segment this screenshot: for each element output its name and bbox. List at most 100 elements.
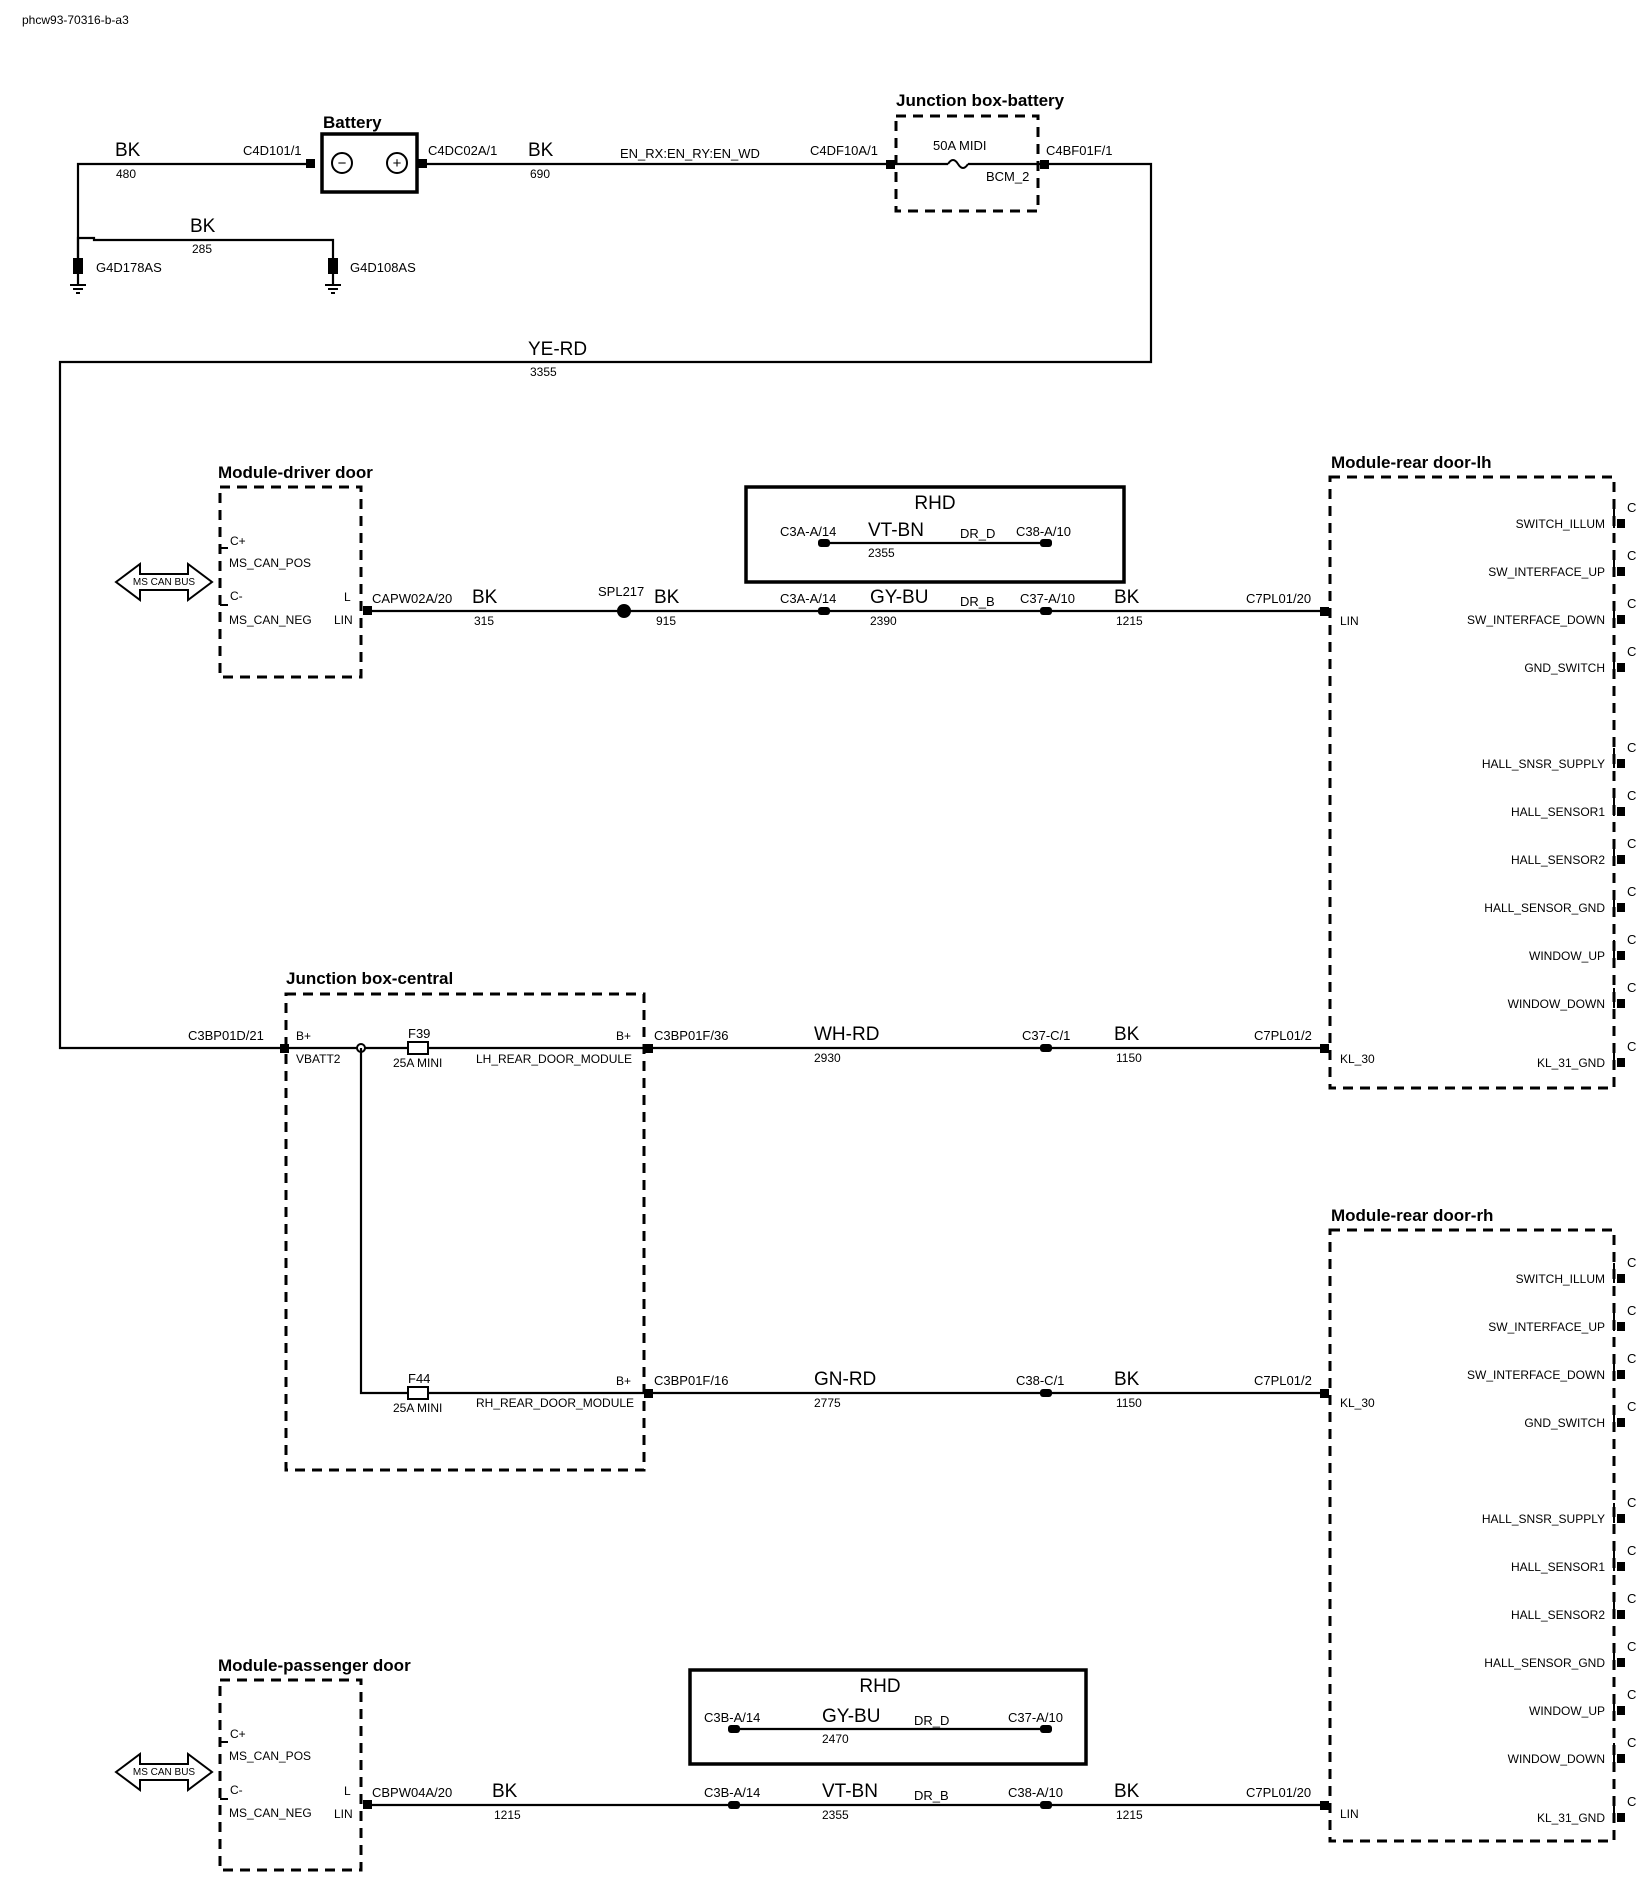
connector-pin: [1617, 1706, 1625, 1715]
fuse-id: F44: [408, 1371, 430, 1386]
rhd-label: RHD: [914, 493, 955, 514]
rear-rh-pin-list: SWITCH_ILLUMCSW_INTERFACE_UPCSW_INTERFAC…: [1467, 1255, 1636, 1825]
fuse-icon: [947, 159, 969, 169]
pin-label: B+: [616, 1029, 631, 1043]
rhd-box[interactable]: [688, 1668, 1088, 1766]
fuse-icon[interactable]: [407, 1041, 429, 1055]
fuse-id: F39: [408, 1026, 430, 1041]
junction-box-central[interactable]: [284, 992, 646, 1472]
connector-label: C37-A/10: [1020, 591, 1075, 606]
battery-box[interactable]: [320, 132, 419, 194]
ground-label: G4D178AS: [96, 260, 162, 275]
wire-tag: DR_D: [914, 1713, 949, 1728]
connector-label: C4DF10A/1: [810, 143, 878, 158]
module-rear-door-rh[interactable]: [1328, 1228, 1616, 1843]
pin-label: LIN: [1340, 614, 1359, 628]
connector-pin: [280, 1044, 289, 1053]
pin-label: LIN: [334, 613, 353, 627]
edge-connector-letter: C: [1627, 1039, 1636, 1054]
connector-pin: [1617, 1418, 1625, 1427]
wire-number: 2355: [822, 1808, 849, 1822]
pin-label: MS_CAN_POS: [229, 556, 311, 570]
module-passenger-door[interactable]: [218, 1678, 363, 1872]
fuse-icon[interactable]: [407, 1386, 429, 1400]
connector-pin: [644, 1044, 653, 1053]
edge-connector-letter: C: [1627, 1255, 1636, 1270]
pin-label: MS_CAN_POS: [229, 1749, 311, 1763]
connector-label: C38-A/10: [1008, 1785, 1063, 1800]
wire-number: 1215: [1116, 614, 1143, 628]
connector-pin: [1617, 615, 1625, 624]
ground-symbol-icon: [70, 258, 86, 294]
wire-480[interactable]: [76, 162, 308, 272]
connector-label: C38-A/10: [1016, 524, 1071, 539]
pin-label: SWITCH_ILLUM: [1516, 1272, 1605, 1286]
fuse-output: RH_REAR_DOOR_MODULE: [476, 1396, 634, 1410]
connector-label: C4BF01F/1: [1046, 143, 1112, 158]
wire-color: BK: [1114, 587, 1140, 608]
connector-pin: [818, 539, 830, 547]
module-driver-door[interactable]: [218, 485, 363, 679]
edge-connector-letter: C: [1627, 980, 1636, 995]
connector-pin: [1617, 759, 1625, 768]
wire-3355[interactable]: [58, 162, 1153, 1050]
battery-negative-icon: [331, 152, 353, 174]
splice-label: SPL217: [598, 584, 644, 599]
pin-label: VBATT2: [296, 1052, 341, 1066]
connector-pin: [728, 1801, 740, 1809]
wire-label: EN_RX:EN_RY:EN_WD: [620, 146, 760, 161]
wire-internal-vbatt: [359, 1048, 648, 1395]
edge-connector-letter: C: [1627, 1639, 1636, 1654]
connector-label: C3A-A/14: [780, 524, 836, 539]
connector-pin: [1617, 567, 1625, 576]
fuse-rating: 25A MINI: [393, 1401, 442, 1415]
wire-number: 285: [192, 242, 212, 256]
connector-pin: [1617, 1562, 1625, 1571]
can-bus-label: MS CAN BUS: [133, 1767, 196, 1778]
pin-label: C+: [230, 534, 246, 548]
can-bus-arrow-icon: [114, 562, 214, 602]
connector-label: C4D101/1: [243, 143, 302, 158]
connector-pin: [1320, 1801, 1329, 1810]
pin-label: WINDOW_UP: [1529, 949, 1605, 963]
wire-number: 480: [116, 167, 136, 181]
wire-number: 2775: [814, 1396, 841, 1410]
pin-label: HALL_SNSR_SUPPLY: [1482, 757, 1605, 771]
fuse-circuit: BCM_2: [986, 169, 1029, 184]
pin-label: C-: [230, 1783, 243, 1797]
pin-label: WINDOW_DOWN: [1508, 1752, 1605, 1766]
connector-pin: [818, 607, 830, 615]
pin-label: GND_SWITCH: [1524, 661, 1605, 675]
connector-pin: [1617, 1658, 1625, 1667]
pin-label: HALL_SNSR_SUPPLY: [1482, 1512, 1605, 1526]
jb-central-title: Junction box-central: [286, 969, 453, 988]
connector-label: C7PL01/20: [1246, 1785, 1311, 1800]
connector-pin: [1617, 1754, 1625, 1763]
connector-pin: [1617, 855, 1625, 864]
splice-dot: [617, 604, 631, 618]
wire-color: BK: [472, 587, 498, 608]
wire-tag: DR_D: [960, 526, 995, 541]
connector-pin: [728, 1725, 740, 1733]
pin-label: L: [344, 1784, 351, 1798]
wire-color: GN-RD: [814, 1369, 876, 1390]
wire-number: 2355: [868, 546, 895, 560]
module-rear-door-lh[interactable]: [1328, 475, 1616, 1090]
wire-color: YE-RD: [528, 339, 587, 360]
pin-label: KL_31_GND: [1537, 1056, 1605, 1070]
pin-label: KL_31_GND: [1537, 1811, 1605, 1825]
rhd-box[interactable]: [744, 485, 1126, 584]
pin-label: B+: [616, 1374, 631, 1388]
edge-connector-letter: C: [1627, 1399, 1636, 1414]
connector-label: C37-A/10: [1008, 1710, 1063, 1725]
wire-285[interactable]: [76, 236, 335, 272]
connector-pin: [1040, 539, 1052, 547]
pin-label: WINDOW_DOWN: [1508, 997, 1605, 1011]
connector-pin: [1617, 1322, 1625, 1331]
connector-label: CBPW04A/20: [372, 1785, 452, 1800]
edge-connector-letter: C: [1627, 644, 1636, 659]
connector-label: C7PL01/20: [1246, 591, 1311, 606]
pin-label: B+: [296, 1029, 311, 1043]
edge-connector-letter: C: [1627, 884, 1636, 899]
